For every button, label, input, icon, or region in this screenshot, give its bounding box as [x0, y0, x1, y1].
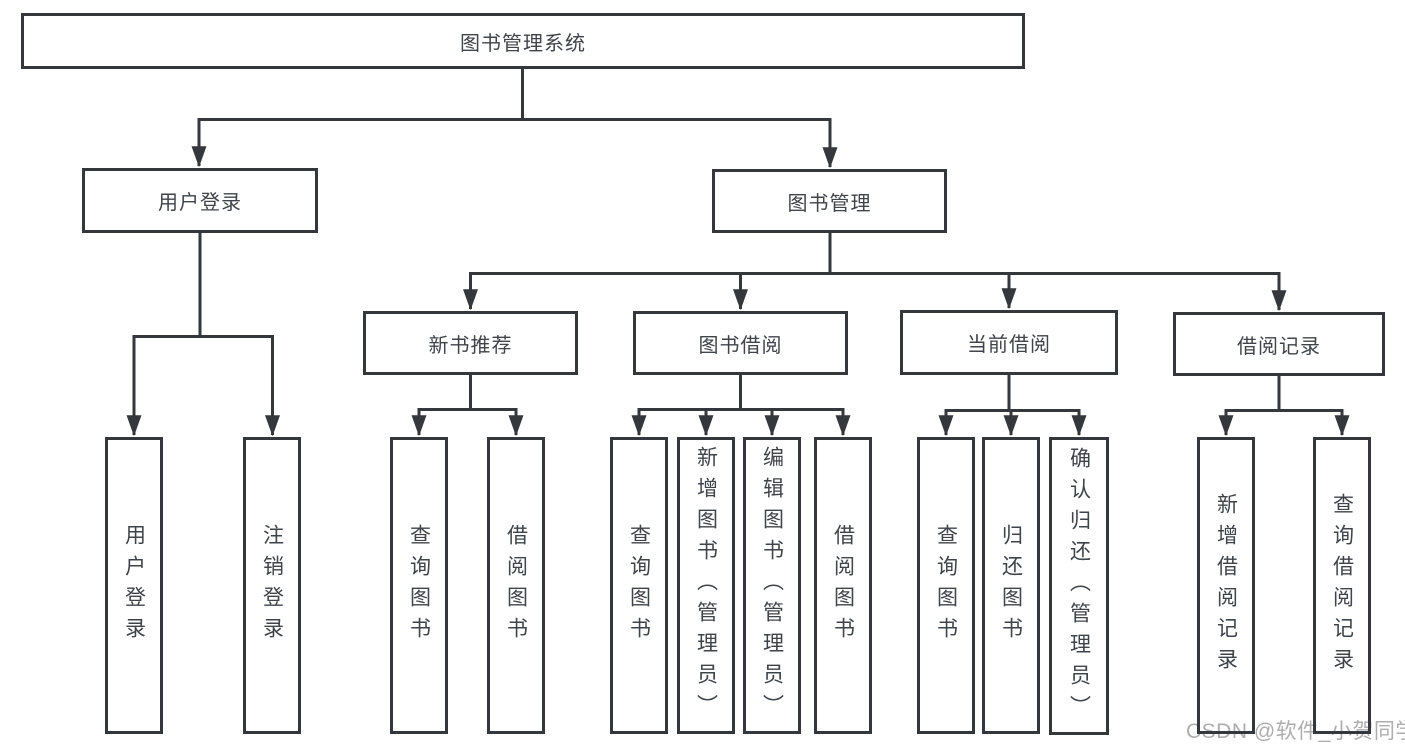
node-root-system: 图书管理系统: [21, 13, 1025, 69]
leaf-records-query-record: 查询借阅记录: [1313, 437, 1371, 734]
leaf-recommend-borrow-books: 借阅图书: [487, 437, 545, 734]
leaf-current-return-books: 归还图书: [982, 437, 1040, 734]
leaf-borrowing-borrow-books: 借阅图书: [814, 437, 872, 734]
leaf-logout: 注销登录: [243, 437, 301, 734]
node-book-management: 图书管理: [712, 169, 947, 233]
leaf-current-confirm-return-admin: 确认归还（管理员）: [1049, 437, 1109, 735]
node-user-login: 用户登录: [82, 168, 318, 233]
node-new-book-recommend: 新书推荐: [363, 311, 578, 375]
leaf-records-add-record: 新增借阅记录: [1197, 437, 1255, 734]
leaf-borrowing-query-books: 查询图书: [610, 437, 668, 734]
leaf-recommend-query-books: 查询图书: [390, 437, 448, 734]
leaf-current-query-books: 查询图书: [917, 437, 975, 734]
csdn-watermark: CSDN @软件_小贺同学: [1186, 720, 1405, 743]
node-current-borrowing: 当前借阅: [900, 310, 1118, 375]
node-book-borrowing: 图书借阅: [633, 311, 848, 375]
leaf-user-login: 用户登录: [105, 437, 163, 734]
node-borrowing-records: 借阅记录: [1173, 312, 1385, 376]
leaf-borrowing-add-books-admin: 新增图书（管理员）: [677, 437, 735, 734]
leaf-borrowing-edit-books-admin: 编辑图书（管理员）: [743, 437, 801, 734]
connector-arrows: [126, 118, 1350, 437]
